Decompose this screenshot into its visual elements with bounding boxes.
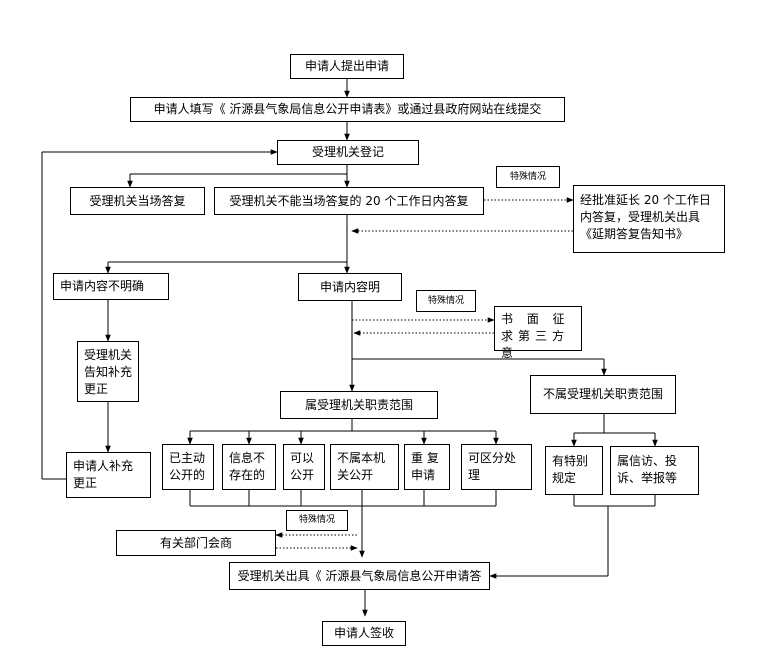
reply-on-spot-box: 受理机关当场答复 bbox=[70, 187, 205, 215]
can-publish-label: 可以 公开 bbox=[290, 451, 315, 482]
notify-correct-box: 受理机关 告知补充 更正 bbox=[77, 341, 139, 402]
applicant-correct-label: 申请人补充 更正 bbox=[73, 459, 134, 490]
published-box: 已主动 公开的 bbox=[162, 444, 214, 490]
not-exist-label: 信息不 存在的 bbox=[229, 451, 266, 482]
issue-reply-label: 受理机关出具《 沂源县气象局信息公开申请答 bbox=[237, 568, 482, 583]
out-of-scope-label: 不属受理机关职责范围 bbox=[542, 387, 663, 401]
consult-label: 有关部门会商 bbox=[159, 535, 232, 550]
special-case-1-label: 特殊情况 bbox=[509, 171, 546, 182]
in-scope-label: 属受理机关职责范围 bbox=[304, 397, 413, 412]
clear-label: 申请内容明 bbox=[319, 279, 380, 294]
consult-box: 有关部门会商 bbox=[116, 530, 276, 556]
petition-box: 属信访、投 诉、举报等 bbox=[610, 446, 699, 495]
not-public-label: 不属本机 关公开 bbox=[337, 451, 386, 482]
special-case-2-label: 特殊情况 bbox=[427, 295, 464, 306]
repeat-label: 重 复 申请 bbox=[411, 451, 439, 482]
issue-reply-box: 受理机关出具《 沂源县气象局信息公开申请答 bbox=[229, 562, 490, 590]
clear-box: 申请内容明 bbox=[298, 273, 402, 301]
repeat-box: 重 复 申请 bbox=[404, 444, 450, 490]
special-case-3-box: 特殊情况 bbox=[286, 510, 348, 531]
special-case-2-box: 特殊情况 bbox=[416, 290, 476, 312]
partial-box: 可区分处 理 bbox=[461, 444, 532, 490]
reply-20days-label: 受理机关不能当场答复的 20 个工作日内答复 bbox=[229, 193, 469, 208]
apply-box: 申请人提出申请 bbox=[290, 54, 404, 79]
in-scope-box: 属受理机关职责范围 bbox=[280, 391, 438, 419]
apply-label: 申请人提出申请 bbox=[304, 59, 389, 73]
reply-on-spot-label: 受理机关当场答复 bbox=[89, 193, 186, 208]
register-box: 受理机关登记 bbox=[277, 140, 419, 165]
out-of-scope-box: 不属受理机关职责范围 bbox=[530, 375, 676, 414]
extension-box: 经批准延长 20 个工作日 内答复，受理机关出具 《延期答复告知书》 bbox=[573, 185, 725, 253]
not-public-box: 不属本机 关公开 bbox=[330, 444, 399, 490]
applicant-correct-box: 申请人补充 更正 bbox=[66, 452, 151, 498]
special-case-1-box: 特殊情况 bbox=[496, 166, 560, 188]
notify-correct-label: 受理机关 告知补充 更正 bbox=[84, 348, 133, 396]
extension-label: 经批准延长 20 个工作日 内答复，受理机关出具 《延期答复告知书》 bbox=[580, 193, 711, 241]
special-rule-label: 有特别 规定 bbox=[552, 454, 589, 485]
petition-label: 属信访、投 诉、举报等 bbox=[617, 454, 678, 485]
sign-box: 申请人签收 bbox=[322, 621, 406, 646]
special-rule-box: 有特别 规定 bbox=[545, 446, 603, 495]
partial-label: 可区分处 理 bbox=[468, 451, 517, 482]
not-exist-box: 信息不 存在的 bbox=[222, 444, 276, 490]
published-label: 已主动 公开的 bbox=[169, 451, 206, 482]
unclear-box: 申请内容不明确 bbox=[53, 273, 169, 300]
reply-20days-box: 受理机关不能当场答复的 20 个工作日内答复 bbox=[214, 187, 484, 215]
fill-form-label: 申请人填写《 沂源县气象局信息公开申请表》或通过县政府网站在线提交 bbox=[153, 102, 542, 116]
register-label: 受理机关登记 bbox=[311, 145, 384, 159]
can-publish-box: 可以 公开 bbox=[283, 444, 325, 490]
third-party-box: 书 面 征 求第三方意 bbox=[494, 306, 582, 360]
third-party-label: 书 面 征 求第三方意 bbox=[501, 312, 570, 360]
sign-label: 申请人签收 bbox=[333, 626, 394, 640]
unclear-label: 申请内容不明确 bbox=[60, 279, 145, 293]
fill-form-box: 申请人填写《 沂源县气象局信息公开申请表》或通过县政府网站在线提交 bbox=[130, 97, 565, 122]
special-case-3-label: 特殊情况 bbox=[298, 515, 335, 525]
